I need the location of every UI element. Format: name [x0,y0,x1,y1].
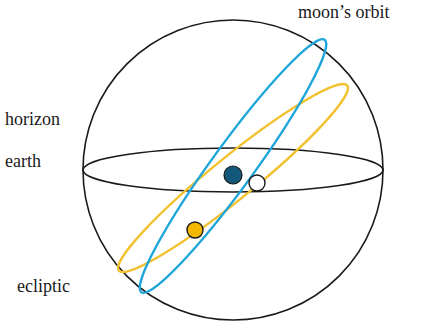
horizon-ellipse [83,148,383,192]
orbit-label: moon’s orbit [298,3,390,23]
earth-label: earth [5,152,41,172]
ecliptic-ellipse [106,69,361,287]
sun-dot [187,222,203,238]
moon-dot [249,175,265,191]
sphere-outline [83,20,383,320]
ecliptic-label: ecliptic [17,277,70,297]
moon-orbit-ellipse [124,27,341,304]
earth-dot [224,166,242,184]
horizon-label: horizon [5,110,60,130]
